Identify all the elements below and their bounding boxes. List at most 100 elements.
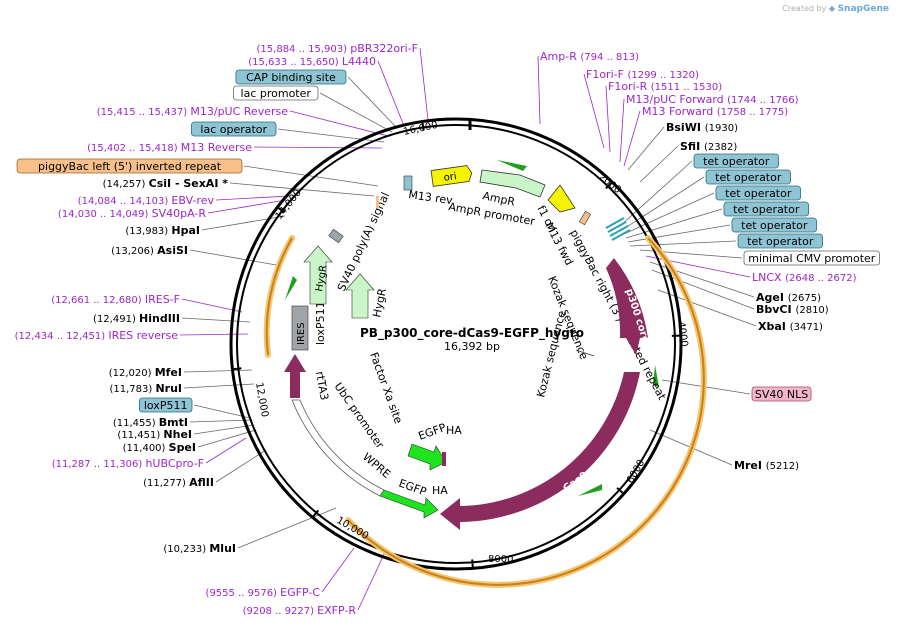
m13-rev-label: M13 rev — [408, 188, 454, 207]
feature-label-box[interactable] — [743, 250, 881, 266]
leader-line — [189, 249, 283, 267]
primer-label[interactable]: M13/pUC Forward (1744 .. 1766) — [626, 93, 799, 106]
enzyme-label[interactable]: (13,206) AsiSI — [111, 244, 188, 257]
enzyme-label[interactable]: (14,257) CsiI - SexAI * — [103, 177, 229, 190]
tick-mark — [312, 509, 320, 518]
feature-label-box[interactable] — [715, 185, 801, 201]
feature-label-text: minimal CMV promoter — [748, 252, 876, 265]
loxp511-inner-label: loxP511 — [314, 301, 327, 345]
p300-core-feature — [606, 258, 648, 355]
leader-line — [639, 145, 679, 183]
feature-label-text: lac operator — [200, 123, 267, 136]
enzyme-label[interactable]: (12,020) MfeI — [109, 366, 182, 379]
primer-label[interactable]: (14,084 .. 14,103) EBV-rev — [78, 194, 215, 207]
enzyme-label[interactable]: (11,277) AflII — [143, 476, 214, 489]
piggybac-right-label: piggyBac right (3') inverted repeat — [567, 227, 668, 402]
tick-label: 6000 — [625, 458, 647, 486]
ori-label: ori — [443, 171, 457, 184]
enzyme-label[interactable]: (11,400) SpeI — [123, 441, 196, 454]
enzyme-label[interactable]: BsiWI (1930) — [666, 121, 738, 134]
feature-label-box[interactable] — [191, 121, 277, 137]
leader-line — [319, 92, 393, 133]
leader-line — [419, 47, 429, 121]
feature-label-box[interactable] — [737, 233, 823, 249]
ha-inner-label: HA — [446, 424, 462, 437]
leader-line — [583, 73, 605, 149]
tick-mark — [605, 181, 613, 190]
enzyme-label[interactable]: (13,983) HpaI — [125, 224, 200, 237]
egfp-inner-feature — [407, 443, 447, 471]
primer-label[interactable]: (9555 .. 9576) EGFP-C — [206, 586, 321, 599]
enzyme-label[interactable]: MreI (5212) — [734, 459, 799, 472]
primer-label[interactable]: (12,661 .. 12,680) IRES-F — [51, 293, 180, 306]
tick-mark — [233, 367, 242, 371]
kozak-sequence-label-2: Kozak sequence — [534, 309, 568, 399]
enzyme-label[interactable]: (11,783) NruI — [109, 382, 182, 395]
rtta3-feature — [284, 354, 306, 398]
primer-label[interactable]: (15,415 .. 15,437) M13/pUC Reverse — [97, 105, 289, 118]
primer-label[interactable]: (14,030 .. 14,049) SV40pA-R — [58, 207, 206, 220]
feature-label-box[interactable] — [235, 69, 347, 85]
enzyme-label[interactable]: XbaI (3471) — [758, 320, 823, 333]
leader-line — [183, 383, 255, 389]
plasmid-name: PB_p300_core-dCas9-EGFP_hygro — [360, 326, 584, 341]
ires-label: IRES — [296, 322, 307, 345]
leader-line — [347, 76, 398, 129]
primer-label[interactable]: F1ori-F (1299 .. 1320) — [586, 68, 699, 81]
tick-marks — [233, 119, 680, 568]
f1-ori-feature — [547, 184, 576, 213]
leader-line — [193, 424, 255, 435]
leader-line — [357, 549, 387, 611]
feature-label-box[interactable] — [751, 386, 812, 402]
primer-label[interactable]: (9208 .. 9227) EXFP-R — [243, 604, 357, 617]
feature-label-box[interactable] — [705, 169, 791, 185]
enzyme-label[interactable]: (11,451) NheI — [117, 428, 192, 441]
enzyme-label[interactable]: BbvCI (2810) — [756, 303, 829, 316]
primer-label[interactable]: (15,402 .. 15,418) M13 Reverse — [87, 141, 252, 154]
hygr-inner-label: HygR — [370, 287, 389, 319]
sv40-polya-feature — [328, 228, 344, 244]
leader-line — [237, 507, 337, 549]
lac-operator-marker — [403, 175, 413, 191]
primer-label[interactable]: (15,884 .. 15,903) pBR322ori-F — [257, 42, 418, 55]
feature-label-box[interactable] — [693, 153, 779, 169]
tick-label: 4000 — [675, 321, 689, 348]
backbone-inner-ring — [236, 124, 676, 564]
wpre-ubc-feature — [291, 399, 385, 497]
orf-arrows — [265, 237, 705, 586]
enzyme-label[interactable]: SfiI (2382) — [680, 140, 737, 153]
leader-line — [623, 192, 715, 235]
left-label-column: (15,884 .. 15,903) pBR322ori-F(15,633 ..… — [15, 42, 418, 617]
enzyme-label[interactable]: AgeI (2675) — [756, 291, 821, 304]
leader-line — [243, 165, 379, 187]
leader-line — [619, 160, 693, 227]
feature-label-text: piggyBac left (5') inverted repeat — [38, 160, 222, 173]
tick-label: 12,000 — [253, 382, 270, 418]
primer-label[interactable]: (15,633 .. 15,650) L4440 — [248, 55, 376, 68]
feature-label-box[interactable] — [138, 397, 193, 413]
feature-label-box[interactable] — [233, 85, 319, 101]
leader-line — [627, 224, 731, 243]
leader-line — [321, 547, 355, 593]
feature-label-box[interactable] — [731, 217, 817, 233]
enzyme-label[interactable]: (11,455) BmtI — [113, 416, 188, 429]
enzyme-label[interactable]: (12,491) HindIII — [93, 312, 180, 325]
primer-label[interactable]: (11,287 .. 11,306) hUBCpro-F — [52, 457, 204, 470]
primer-label[interactable]: M13 Forward (1758 .. 1775) — [642, 105, 788, 118]
leader-line — [537, 55, 541, 125]
primer-label[interactable]: F1ori-R (1511 .. 1530) — [608, 80, 722, 93]
tick-label: 16,000 — [402, 120, 439, 138]
enzyme-label[interactable]: (10,233) MluI — [163, 542, 236, 555]
feature-label-box[interactable] — [16, 158, 243, 174]
leader-line — [627, 126, 665, 171]
tet-operator-cluster — [605, 217, 631, 241]
leader-line — [181, 317, 251, 323]
primer-label[interactable]: Amp-R (794 .. 813) — [540, 50, 639, 63]
primer-label[interactable]: (12,434 .. 12,451) IRES reverse — [15, 329, 179, 342]
cas9-feature — [440, 372, 640, 530]
leader-line — [193, 404, 251, 419]
leader-line — [197, 429, 257, 448]
primer-label[interactable]: LNCX (2648 .. 2672) — [752, 271, 857, 284]
leader-line — [629, 240, 737, 247]
feature-label-box[interactable] — [723, 201, 809, 217]
